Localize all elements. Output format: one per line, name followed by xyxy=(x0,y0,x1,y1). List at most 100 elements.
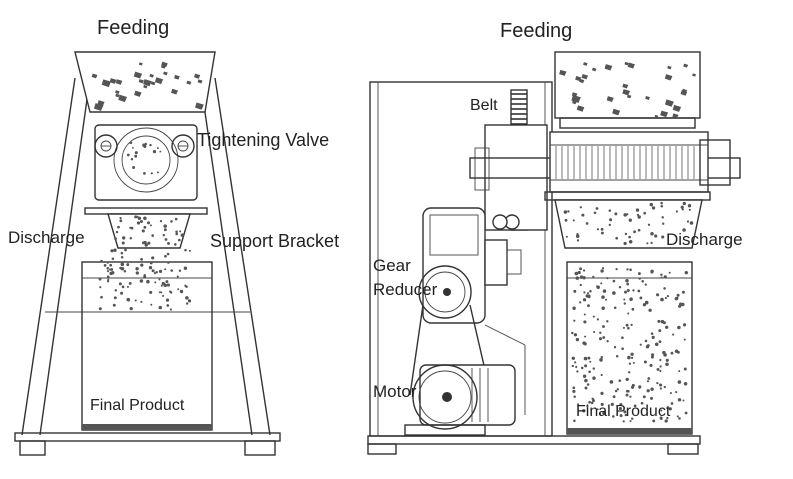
particle xyxy=(128,281,132,285)
particle xyxy=(609,218,613,222)
particle xyxy=(630,352,634,356)
particle xyxy=(155,270,158,274)
particle xyxy=(106,261,109,264)
particle xyxy=(99,286,102,289)
particle xyxy=(606,277,609,280)
particle xyxy=(579,301,582,304)
particle xyxy=(160,284,163,287)
particle xyxy=(140,263,144,267)
particle xyxy=(589,360,592,363)
particle xyxy=(126,153,130,157)
particle xyxy=(573,395,576,399)
particle xyxy=(583,356,588,361)
particle xyxy=(154,77,164,85)
particle xyxy=(166,283,170,287)
particle xyxy=(572,306,576,310)
particle xyxy=(649,202,654,207)
particle xyxy=(164,238,168,241)
particle xyxy=(666,416,669,420)
particle xyxy=(580,366,584,370)
particle xyxy=(120,266,125,271)
particle xyxy=(660,297,664,302)
particle xyxy=(586,405,589,408)
particle xyxy=(615,355,619,358)
particle xyxy=(668,271,671,274)
particle xyxy=(571,364,574,368)
particle xyxy=(680,205,684,209)
particle xyxy=(650,241,653,245)
particle xyxy=(642,303,647,307)
particle xyxy=(110,270,115,275)
particle xyxy=(133,71,143,79)
particle xyxy=(672,104,682,112)
particle xyxy=(641,280,644,283)
particle xyxy=(625,279,629,283)
particle xyxy=(665,362,669,366)
particle xyxy=(612,291,616,295)
particle xyxy=(579,275,584,279)
particle xyxy=(609,380,614,384)
left-frame-leg-right xyxy=(214,77,271,436)
particle xyxy=(659,387,662,390)
particle xyxy=(605,298,607,301)
particle xyxy=(637,215,641,219)
particle xyxy=(626,282,630,286)
particle xyxy=(140,258,143,261)
right-container-bottom xyxy=(567,428,692,434)
particle xyxy=(602,325,605,328)
particle xyxy=(626,213,629,216)
particle xyxy=(628,218,632,222)
particle xyxy=(600,282,603,285)
particle xyxy=(148,266,153,270)
particle xyxy=(138,62,143,66)
particle xyxy=(177,238,181,242)
particle xyxy=(184,248,187,252)
particle xyxy=(623,302,626,305)
particle xyxy=(129,226,132,229)
particle xyxy=(564,218,568,222)
particle xyxy=(151,256,155,260)
particle xyxy=(150,172,153,175)
particle xyxy=(567,210,570,213)
particle xyxy=(596,285,600,290)
particle xyxy=(687,204,692,208)
particle xyxy=(652,419,656,423)
right-machine: Feeding Belt Gear Reducer Motor Discharg… xyxy=(367,20,743,455)
particle xyxy=(143,79,152,87)
particle xyxy=(629,268,632,272)
particle xyxy=(166,304,170,307)
motor xyxy=(404,364,516,436)
particle xyxy=(639,343,642,346)
particle xyxy=(621,347,624,350)
particle xyxy=(645,95,650,100)
particle xyxy=(659,358,662,362)
particle xyxy=(178,269,182,272)
particle xyxy=(588,400,591,404)
particle xyxy=(103,264,107,267)
right-label-belt: Belt xyxy=(470,97,498,114)
right-label-gear: Gear xyxy=(373,256,411,275)
particle xyxy=(628,362,632,365)
particle xyxy=(130,157,134,161)
particle xyxy=(164,254,167,258)
particle xyxy=(572,386,576,390)
particle xyxy=(124,248,127,252)
particle xyxy=(632,289,635,292)
particle xyxy=(683,367,687,371)
particle xyxy=(658,329,662,333)
particle xyxy=(150,81,156,86)
particle xyxy=(576,370,579,373)
particle xyxy=(630,417,634,420)
particle xyxy=(110,268,114,271)
particle xyxy=(592,315,595,318)
particle xyxy=(677,398,682,402)
particle xyxy=(670,351,674,355)
particle xyxy=(573,319,576,322)
particle xyxy=(137,216,142,221)
particle xyxy=(185,296,189,300)
particle xyxy=(139,219,144,224)
particle xyxy=(121,241,125,245)
particle xyxy=(584,378,588,383)
left-falling-particles xyxy=(98,248,192,311)
